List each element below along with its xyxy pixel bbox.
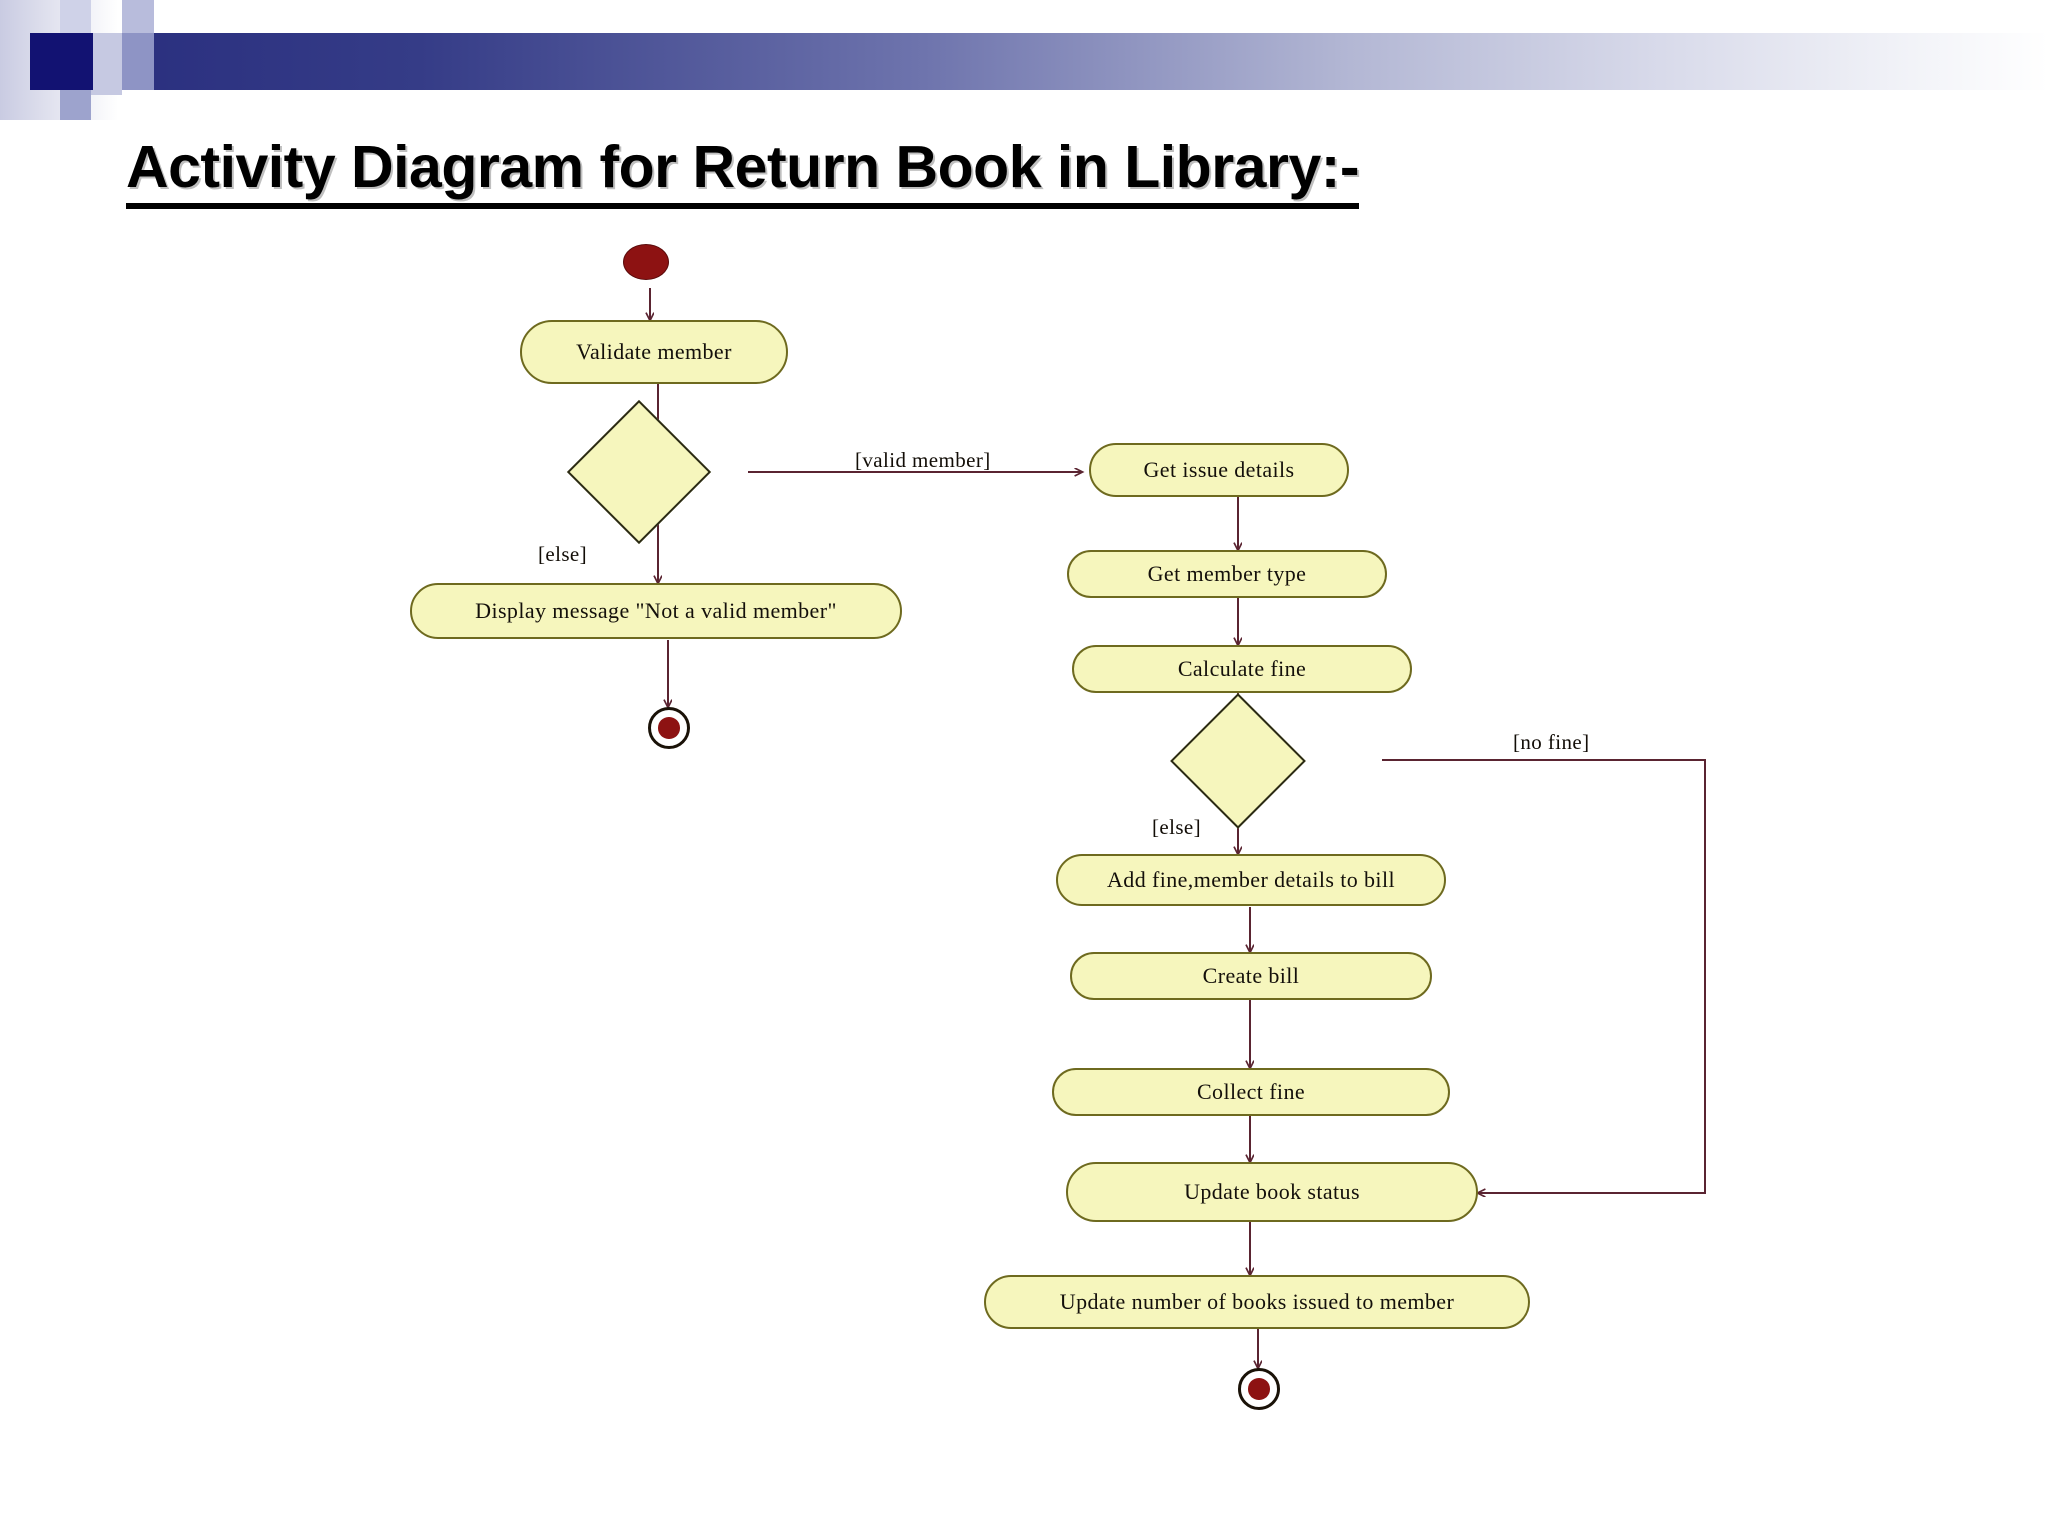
activity-node-collect-fine[interactable]: Collect fine bbox=[1052, 1068, 1450, 1116]
guard-no-fine: [no fine] bbox=[1513, 730, 1590, 754]
activity-node-validate-member[interactable]: Validate member bbox=[520, 320, 788, 384]
activity-label: Display message "Not a valid member" bbox=[475, 598, 837, 623]
activity-label: Create bill bbox=[1202, 963, 1300, 988]
activity-label: Collect fine bbox=[1196, 1079, 1306, 1104]
header-square-top bbox=[122, 0, 154, 33]
activity-node-add-fine[interactable]: Add fine,member details to bill bbox=[1056, 854, 1446, 906]
header-square-topleft bbox=[60, 0, 91, 33]
activity-node-calculate-fine[interactable]: Calculate fine bbox=[1072, 645, 1412, 693]
header-square-mid bbox=[122, 33, 154, 90]
activity-node-create-bill[interactable]: Create bill bbox=[1070, 952, 1432, 1000]
header-accent-square bbox=[30, 33, 93, 90]
header-gradient-band bbox=[110, 33, 2048, 90]
activity-label: Get issue details bbox=[1143, 457, 1295, 482]
activity-label: Get member type bbox=[1147, 561, 1307, 586]
activity-label: Update book status bbox=[1184, 1179, 1360, 1204]
activity-label: Update number of books issued to member bbox=[1059, 1289, 1455, 1314]
activity-node-get-member-type[interactable]: Get member type bbox=[1067, 550, 1387, 598]
header-square-lowmid bbox=[91, 62, 122, 95]
activity-node-get-issue-details[interactable]: Get issue details bbox=[1089, 443, 1349, 497]
page-title: Activity Diagram for Return Book in Libr… bbox=[126, 133, 1360, 209]
final-node-invalid-branch bbox=[648, 707, 690, 749]
activity-label: Calculate fine bbox=[1177, 656, 1307, 681]
initial-node bbox=[624, 245, 668, 279]
activity-label: Validate member bbox=[576, 339, 732, 364]
header-decoration bbox=[0, 0, 2048, 120]
final-node bbox=[1238, 1368, 1280, 1410]
activity-label: Add fine,member details to bill bbox=[1107, 867, 1395, 892]
activity-node-update-book-status[interactable]: Update book status bbox=[1066, 1162, 1478, 1222]
guard-else-member: [else] bbox=[538, 542, 588, 566]
activity-node-display-message[interactable]: Display message "Not a valid member" bbox=[410, 583, 902, 639]
activity-node-update-books-issued[interactable]: Update number of books issued to member bbox=[984, 1275, 1530, 1329]
guard-else-fine: [else] bbox=[1152, 815, 1202, 839]
guard-valid-member: [valid member] bbox=[855, 448, 991, 472]
